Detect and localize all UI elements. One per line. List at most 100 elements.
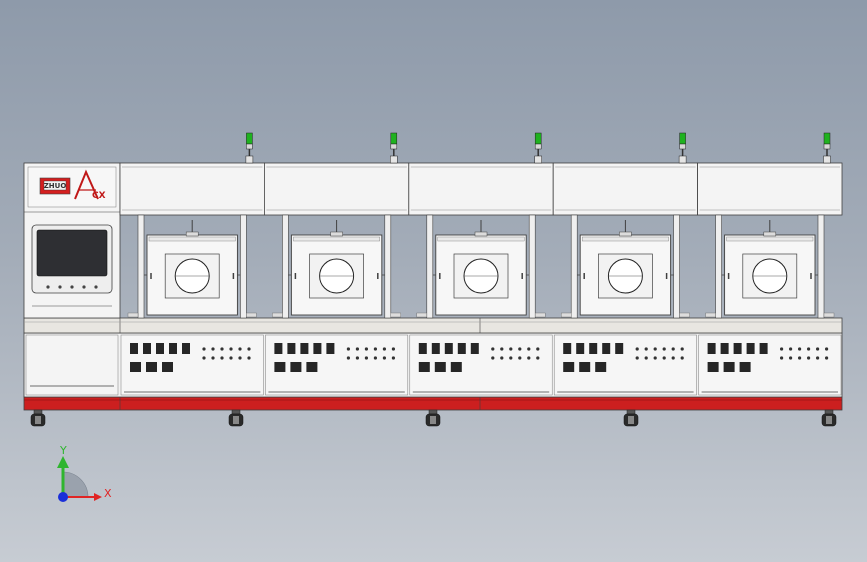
panel-switch: [287, 343, 296, 354]
indicator-dot: [247, 356, 251, 360]
station-control-panel: [120, 334, 264, 396]
indicator-dot: [671, 347, 675, 351]
panel-switch: [707, 343, 716, 354]
indicator-dot: [373, 356, 377, 360]
indicator-dot: [635, 347, 639, 351]
panel-switch: [720, 343, 729, 354]
panel-switch: [470, 343, 479, 354]
indicator-dot: [229, 356, 233, 360]
tower-light: [534, 132, 542, 164]
indicator-dot: [238, 356, 242, 360]
indicator-dot: [391, 347, 395, 351]
indicator-dot: [527, 356, 531, 360]
station-5: [697, 132, 843, 396]
caster-wheel: [228, 409, 244, 427]
indicator-dot: [518, 356, 522, 360]
indicator-dot: [807, 356, 811, 360]
station-top-cover: [552, 162, 699, 216]
panel-switch: [130, 343, 138, 354]
station-row: [119, 132, 843, 396]
triad-arc: [62, 471, 89, 498]
frame-post: [137, 214, 145, 319]
indicator-dot: [220, 347, 224, 351]
panel-switch: [418, 343, 427, 354]
panel-module: [434, 362, 446, 372]
panel-switch: [169, 343, 177, 354]
indicator-dot: [346, 356, 350, 360]
panel-module: [306, 362, 318, 372]
indicator-dot: [229, 347, 233, 351]
frame-post: [817, 214, 825, 319]
station-top-cover: [408, 162, 554, 216]
panel-module: [563, 362, 575, 372]
panel-switch: [143, 343, 151, 354]
panel-module: [418, 362, 430, 372]
indicator-dot: [500, 347, 504, 351]
panel-switch: [602, 343, 611, 354]
indicator-dot: [373, 347, 377, 351]
welding-chamber: [290, 234, 383, 316]
panel-switch: [313, 343, 322, 354]
indicator-dot: [798, 356, 802, 360]
station-control-panel: [265, 334, 409, 396]
indicator-dot: [355, 356, 359, 360]
tower-light: [678, 132, 687, 164]
indicator-dot: [653, 356, 657, 360]
mid-band: [23, 317, 843, 334]
frame-post: [426, 214, 434, 319]
frame-post: [240, 214, 247, 319]
caster-wheel: [821, 409, 837, 427]
indicator-dot: [355, 347, 359, 351]
indicator-dot: [671, 356, 675, 360]
indicator-dot: [680, 347, 684, 351]
indicator-dot: [382, 347, 386, 351]
panel-module: [595, 362, 607, 372]
panel-switch: [746, 343, 755, 354]
indicator-dot: [816, 347, 820, 351]
caster-wheel: [30, 409, 46, 427]
station-4: [552, 132, 699, 396]
x-axis-arrow: [94, 493, 102, 501]
indicator-dot: [798, 347, 802, 351]
panel-module: [723, 362, 735, 372]
frame-post: [570, 214, 578, 319]
panel-module: [162, 362, 173, 372]
panel-module: [450, 362, 462, 372]
indicator-dot: [680, 356, 684, 360]
origin-point: [58, 492, 68, 502]
red-base-rail: [23, 396, 843, 411]
indicator-dot: [653, 347, 657, 351]
station-top-cover: [697, 162, 843, 216]
indicator-dot: [346, 347, 350, 351]
indicator-dot: [238, 347, 242, 351]
panel-module: [130, 362, 141, 372]
indicator-dot: [364, 356, 368, 360]
frame-post: [673, 214, 680, 319]
svg-text:ZHUO: ZHUO: [44, 182, 67, 190]
indicator-dot: [780, 356, 784, 360]
frame-post: [384, 214, 392, 319]
panel-switch: [759, 343, 768, 354]
panel-module: [146, 362, 157, 372]
panel-switch: [733, 343, 742, 354]
panel-switch: [615, 343, 624, 354]
panel-switch: [576, 343, 585, 354]
tower-light: [245, 132, 254, 164]
indicator-dot: [500, 356, 504, 360]
indicator-dot: [211, 347, 215, 351]
indicator-dot: [662, 356, 666, 360]
station-control-panel: [409, 334, 553, 396]
indicator-dot: [364, 347, 368, 351]
panel-switch: [457, 343, 466, 354]
tower-light: [390, 132, 398, 164]
svg-text:CX: CX: [92, 191, 106, 201]
indicator-dot: [816, 356, 820, 360]
panel-switch: [274, 343, 283, 354]
panel-switch: [563, 343, 572, 354]
indicator-dot: [247, 347, 251, 351]
indicator-dot: [491, 356, 495, 360]
indicator-dot: [382, 356, 386, 360]
control-panel: ZHUO CX: [23, 162, 121, 396]
